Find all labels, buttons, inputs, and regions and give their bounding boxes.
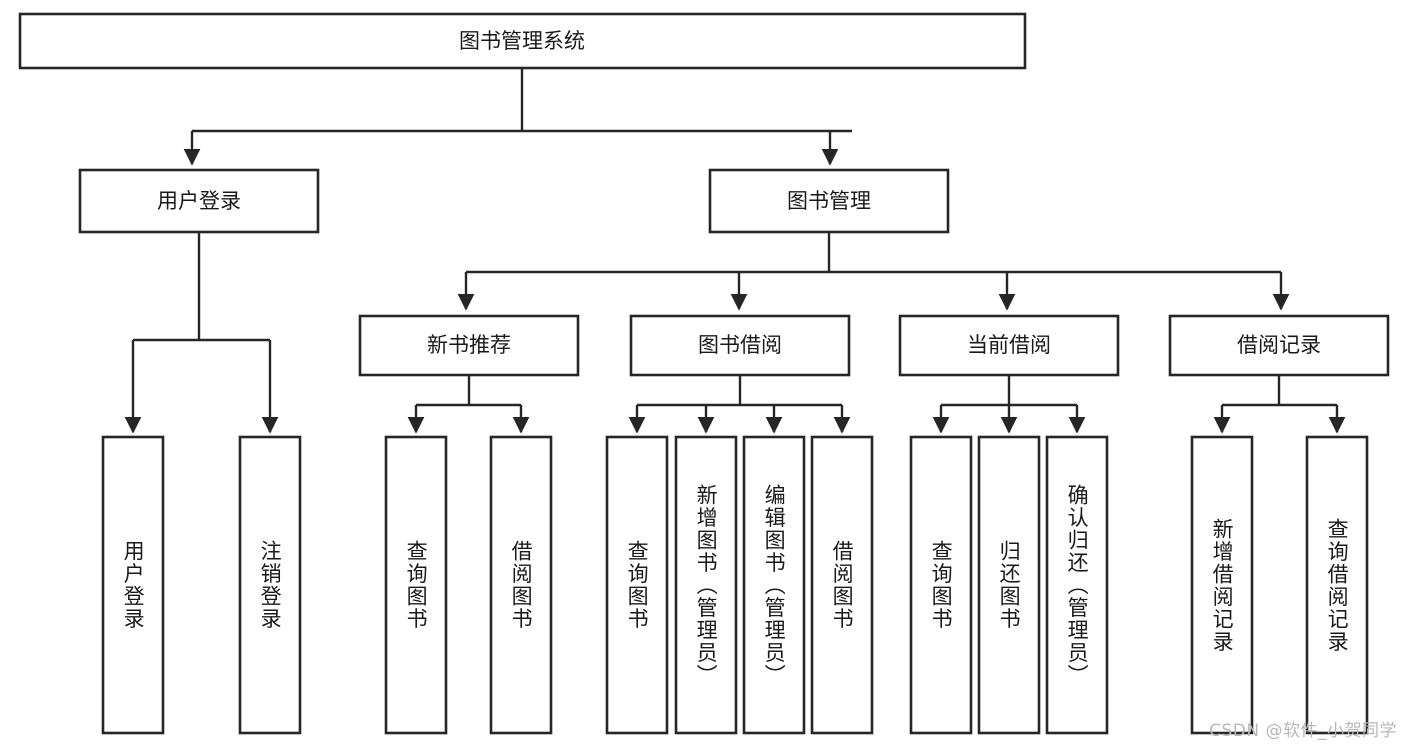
leaf-boxes (101, 435, 1369, 735)
connector-group-user-login (124, 232, 279, 434)
leaf-box-logout[interactable] (238, 435, 302, 735)
node-borrow-records-box[interactable] (1168, 314, 1390, 377)
leaf-box-query-book-1[interactable] (384, 435, 448, 735)
connector-group-current (932, 375, 1086, 434)
node-book-mgmt-box[interactable] (708, 168, 950, 234)
leaf-box-borrow-book-1[interactable] (489, 435, 553, 735)
node-book-mgmt[interactable]: 图书管理 (708, 168, 950, 234)
leaf-box-query-book-3[interactable] (909, 435, 973, 735)
node-book-borrow[interactable]: 图书借阅 (629, 314, 851, 377)
node-user-login-label: 用户登录 (157, 189, 241, 213)
node-root-label: 图书管理系统 (459, 29, 585, 53)
node-user-login-box[interactable] (78, 168, 320, 234)
leaf-box-user-login[interactable] (101, 435, 165, 735)
leaf-box-borrow-book-2[interactable] (810, 435, 874, 735)
watermark-text: CSDN @软件_小贺同学 (1209, 721, 1397, 741)
connector-group-newbook (407, 375, 530, 434)
leaf-box-add-book-admin[interactable] (674, 435, 738, 735)
node-root[interactable]: 图书管理系统 (18, 12, 1027, 70)
connector-group-borrow (628, 375, 851, 434)
node-book-borrow-box[interactable] (629, 314, 851, 377)
node-book-mgmt-label: 图书管理 (787, 189, 871, 213)
leaf-box-query-borrow-record[interactable] (1305, 435, 1369, 735)
connector-group-records (1213, 375, 1346, 434)
leaf-box-confirm-return-admin[interactable] (1045, 435, 1109, 735)
node-root-box[interactable] (18, 12, 1027, 70)
node-current-borrow-box[interactable] (898, 314, 1120, 377)
leaf-box-return-book[interactable] (977, 435, 1041, 735)
node-current-borrow-label: 当前借阅 (967, 333, 1051, 357)
node-new-book-recommend-box[interactable] (358, 314, 580, 377)
leaf-box-add-borrow-record[interactable] (1190, 435, 1254, 735)
node-borrow-records-label: 借阅记录 (1237, 333, 1321, 357)
connector-group-book-mgmt (457, 232, 1290, 311)
connector-group-root (183, 68, 852, 166)
leaf-box-query-book-2[interactable] (605, 435, 669, 735)
node-new-book-recommend-label: 新书推荐 (427, 333, 511, 357)
node-borrow-records[interactable]: 借阅记录 (1168, 314, 1390, 377)
node-current-borrow[interactable]: 当前借阅 (898, 314, 1120, 377)
leaf-box-edit-book-admin[interactable] (742, 435, 806, 735)
node-book-borrow-label: 图书借阅 (698, 333, 782, 357)
node-new-book-recommend[interactable]: 新书推荐 (358, 314, 580, 377)
node-user-login[interactable]: 用户登录 (78, 168, 320, 234)
